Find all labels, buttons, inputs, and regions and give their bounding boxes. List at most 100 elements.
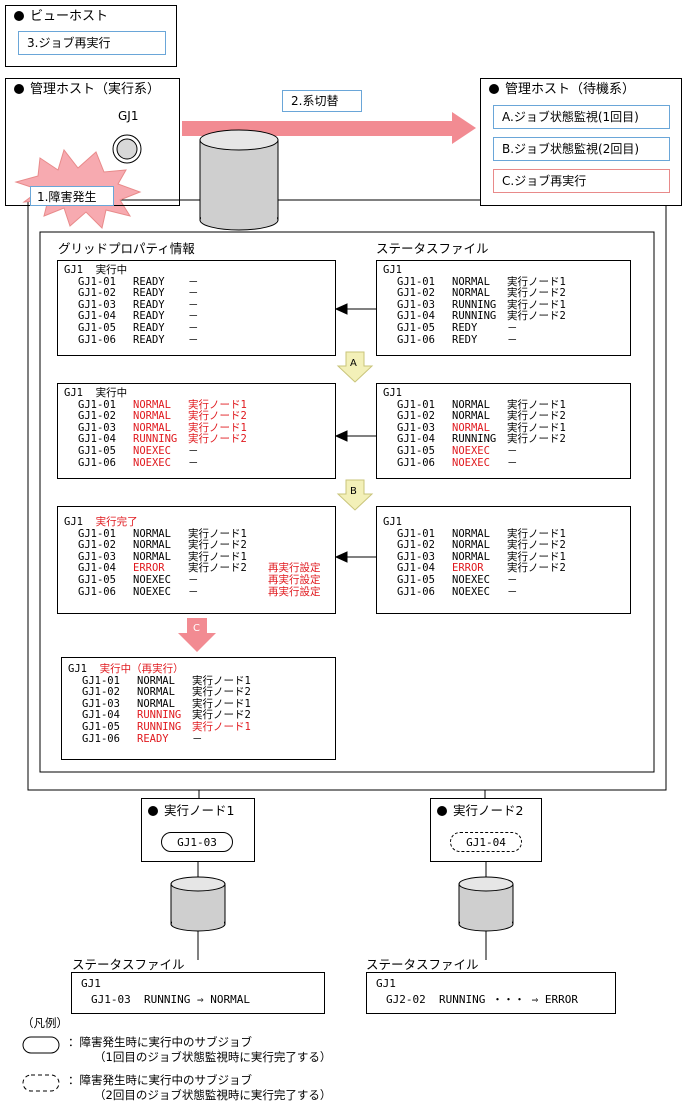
subjob-status: NORMAL [452, 421, 490, 434]
legend-dashed-shape [22, 1074, 60, 1092]
subjob-id: GJ1-04 [78, 562, 116, 575]
subjob-status: RUNNING [137, 720, 182, 733]
subjob-id: GJ1-04 [78, 310, 116, 323]
subjob-status: NORMAL [133, 550, 171, 563]
node1-status-line1: GJ1 [81, 977, 101, 990]
subjob-id: GJ1-03 [397, 421, 435, 434]
subjob-id: GJ1-04 [397, 562, 435, 575]
subjob-node: 実行ノード2 [507, 287, 566, 300]
panel-title: GJ1 [383, 264, 402, 276]
subjob-status: NORMAL [452, 287, 490, 300]
panel-title-job: GJ1 [64, 516, 96, 528]
subjob-id: GJ1-02 [397, 287, 435, 300]
job-rerun-item: C.ジョブ再実行 [493, 169, 670, 193]
subjob-node: － [188, 275, 199, 288]
subjob-status: NOEXEC [133, 444, 171, 457]
subjob-status: NOEXEC [133, 573, 171, 586]
subjob-node: 実行ノード1 [507, 550, 566, 563]
exec-node-1-title: 実行ノード1 [148, 803, 234, 819]
rerun-job-item: 3.ジョブ再実行 [18, 31, 166, 55]
subjob-status: NORMAL [133, 539, 171, 552]
subjob-node: － [188, 333, 199, 346]
subjob-status: NORMAL [133, 421, 171, 434]
subjob-status: READY [133, 310, 165, 323]
node1-running-job: GJ1-03 [161, 832, 233, 852]
subjob-status: NOEXEC [452, 573, 490, 586]
subjob-node: 実行ノード1 [507, 298, 566, 311]
subjob-status: READY [133, 287, 165, 300]
job-monitor-1-item: A.ジョブ状態監視(1回目) [493, 105, 670, 129]
subjob-note: 再実行設定 [268, 585, 321, 598]
system-frame [27, 199, 667, 791]
subjob-id: GJ1-02 [82, 686, 120, 699]
subjob-status: RUNNING [452, 433, 497, 446]
subjob-node: 実行ノード2 [188, 410, 247, 423]
status-file-title: ステータスファイル [376, 241, 489, 256]
exec-host-title: 管理ホスト（実行系） [14, 82, 160, 98]
fault-label: 1.障害発生 [30, 186, 114, 206]
subjob-status: NORMAL [452, 410, 490, 423]
subjob-node: － [507, 321, 518, 334]
subjob-node: 実行ノード2 [507, 539, 566, 552]
subjob-node: 実行ノード2 [188, 562, 247, 575]
subjob-id: GJ1-05 [78, 444, 116, 457]
legend-dashed-line2: （2回目のジョブ状態監視時に実行完了する） [94, 1088, 332, 1102]
subjob-node: 実行ノード2 [192, 686, 251, 699]
subjob-node: 実行ノード2 [507, 562, 566, 575]
subjob-id: GJ1-05 [78, 321, 116, 334]
step-a-label: A [350, 358, 357, 369]
subjob-node: － [507, 585, 518, 598]
subjob-node: 実行ノード2 [507, 310, 566, 323]
subjob-status: READY [133, 333, 165, 346]
exec-node-2-title: 実行ノード2 [437, 803, 523, 819]
subjob-node: － [188, 573, 199, 586]
legend-title: （凡例） [22, 1016, 68, 1030]
subjob-node: 実行ノード1 [188, 421, 247, 434]
subjob-id: GJ1-05 [397, 321, 435, 334]
node2-disk-icon [458, 876, 514, 932]
subjob-node: － [188, 444, 199, 457]
subjob-node: 実行ノード2 [507, 433, 566, 446]
subjob-id: GJ1-05 [78, 573, 116, 586]
subjob-id: GJ1-06 [397, 456, 435, 469]
shared-disk-icon [199, 129, 279, 231]
standby-host-box: 管理ホスト（待機系） A.ジョブ状態監視(1回目) B.ジョブ状態監視(2回目)… [480, 78, 682, 206]
subjob-status: REDY [452, 333, 478, 346]
subjob-id: GJ1-01 [78, 527, 116, 540]
panel-title-job: GJ1 [68, 663, 100, 675]
subjob-node: 実行ノード2 [507, 410, 566, 423]
subjob-status: NORMAL [452, 527, 490, 540]
subjob-node: － [507, 444, 518, 457]
subjob-node: 実行ノード1 [507, 421, 566, 434]
subjob-status: NORMAL [452, 398, 490, 411]
node2-status-title: ステータスファイル [366, 957, 479, 972]
subjob-node: － [507, 333, 518, 346]
subjob-node: 実行ノード2 [188, 539, 247, 552]
node1-status-line2: GJ1-03 RUNNING ⇒ NORMAL [91, 993, 250, 1006]
panel-title: GJ1 実行完了 [64, 516, 321, 529]
subjob-note: 再実行設定 [268, 562, 321, 575]
subjob-status: RUNNING [137, 709, 182, 722]
subjob-id: GJ1-06 [397, 333, 435, 346]
